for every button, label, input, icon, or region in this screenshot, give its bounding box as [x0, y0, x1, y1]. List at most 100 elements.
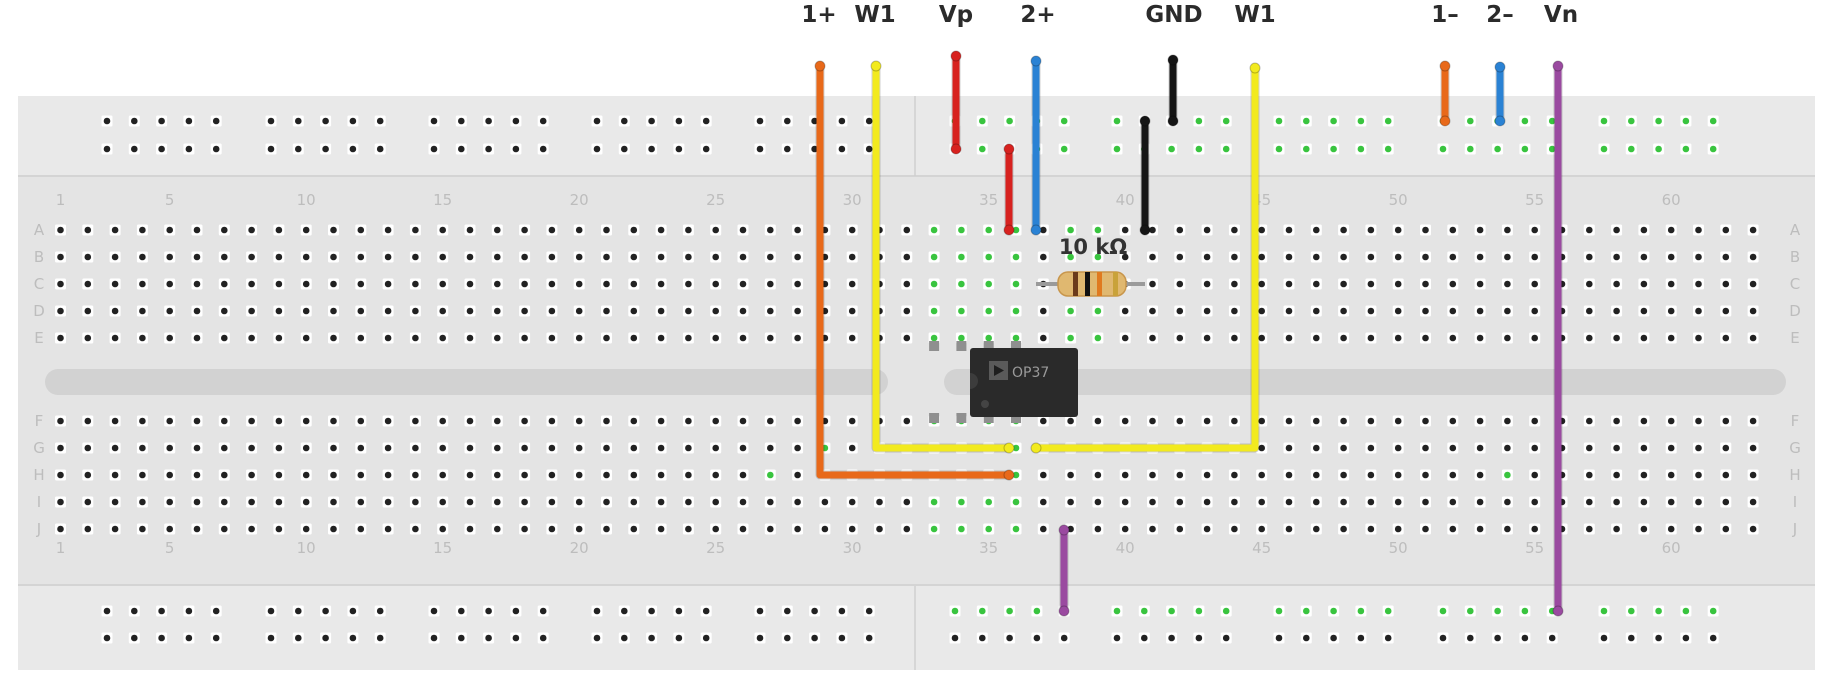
rail-hole — [512, 117, 520, 125]
rail-hole — [784, 145, 791, 153]
hole — [1367, 226, 1375, 234]
hole — [712, 280, 719, 288]
rail-hole — [295, 117, 302, 125]
hole — [1722, 253, 1730, 261]
hole — [1422, 226, 1429, 234]
hole — [1012, 471, 1020, 479]
hole — [1613, 307, 1620, 315]
hole — [1176, 226, 1184, 234]
hole — [439, 307, 447, 315]
resistor-band — [1113, 272, 1118, 296]
hole — [57, 253, 64, 261]
rail-hole — [1709, 607, 1717, 615]
hole — [1613, 226, 1620, 234]
rail-hole — [1195, 634, 1203, 642]
rail-hole — [267, 607, 275, 615]
hole — [1231, 498, 1238, 506]
hole — [1586, 525, 1593, 533]
hole — [1640, 471, 1648, 479]
hole — [466, 498, 474, 506]
rail-hole — [349, 117, 357, 125]
hole — [1176, 471, 1184, 479]
hole — [657, 417, 665, 425]
hole — [1094, 498, 1102, 506]
hole — [166, 280, 173, 288]
rail-hole — [430, 117, 438, 125]
bottom-power-rail — [18, 586, 1815, 670]
hole — [494, 307, 501, 315]
hole — [221, 498, 228, 506]
hole — [275, 444, 283, 452]
hole — [221, 471, 228, 479]
hole — [548, 417, 556, 425]
rail-hole — [512, 145, 520, 153]
hole — [302, 417, 310, 425]
hole — [603, 280, 610, 288]
row-letter-left: C — [34, 275, 44, 293]
hole — [248, 280, 255, 288]
hole — [1121, 226, 1129, 234]
hole — [1586, 253, 1593, 261]
hole — [139, 417, 146, 425]
rail-hole — [838, 117, 846, 125]
hole — [221, 307, 228, 315]
hole — [111, 253, 119, 261]
hole — [357, 307, 365, 315]
hole — [84, 334, 92, 342]
chip-pin1-dot — [981, 400, 989, 408]
rail-hole — [1709, 634, 1717, 642]
purple-wire-vn-end — [1552, 605, 1564, 617]
rail-hole — [1439, 607, 1447, 615]
rail-hole — [784, 607, 791, 615]
hole — [1176, 253, 1184, 261]
hole — [1640, 253, 1648, 261]
column-number: 15 — [433, 191, 452, 209]
hole — [1121, 471, 1129, 479]
hole — [1040, 226, 1047, 234]
hole — [330, 444, 337, 452]
chip-pin-top — [1011, 341, 1021, 351]
rail-hole — [1709, 145, 1717, 153]
hole — [630, 253, 638, 261]
hole — [1749, 498, 1757, 506]
wires — [814, 50, 1564, 617]
row-letter-right: F — [1791, 412, 1800, 430]
hole — [1722, 280, 1730, 288]
rail-hole — [458, 145, 465, 153]
hole — [494, 498, 501, 506]
rail-hole — [702, 117, 710, 125]
column-number: 60 — [1662, 191, 1681, 209]
chip-pin-bottom — [956, 413, 967, 423]
hole — [1531, 334, 1538, 342]
hole — [221, 226, 228, 234]
hole — [1231, 334, 1238, 342]
hole — [357, 226, 365, 234]
hole — [1094, 471, 1102, 479]
hole — [1394, 444, 1402, 452]
hole — [1340, 417, 1347, 425]
hole — [657, 253, 665, 261]
hole — [575, 226, 583, 234]
hole — [1449, 471, 1457, 479]
hole — [1667, 334, 1675, 342]
hole — [930, 498, 938, 506]
hole — [739, 334, 747, 342]
hole — [1476, 280, 1484, 288]
hole — [57, 307, 64, 315]
rail-hole — [838, 634, 846, 642]
hole — [1722, 525, 1730, 533]
hole — [930, 280, 938, 288]
hole — [903, 417, 911, 425]
hole — [1313, 444, 1320, 452]
hole — [1121, 417, 1129, 425]
rail-hole — [131, 145, 138, 153]
hole — [1640, 307, 1648, 315]
hole — [193, 226, 201, 234]
resistor-label: 10 kΩ — [1059, 235, 1128, 259]
hole — [712, 253, 719, 261]
hole — [767, 334, 774, 342]
hole — [84, 307, 92, 315]
hole — [111, 334, 119, 342]
rail-hole — [1330, 117, 1337, 125]
hole — [630, 417, 638, 425]
